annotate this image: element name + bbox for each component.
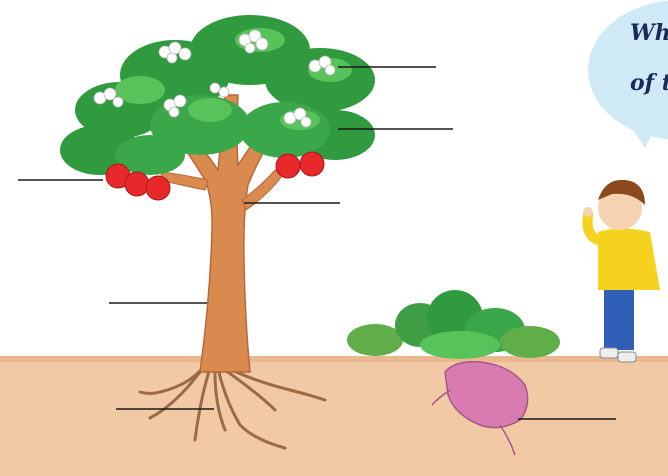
fruit (276, 154, 300, 178)
boy-figure (583, 180, 660, 362)
bubble-text-line1: Wh (630, 20, 668, 46)
radish-leaves (347, 290, 560, 359)
boy-legs (604, 280, 634, 350)
fruit (125, 172, 149, 196)
bubble-text-line2: of t (630, 70, 668, 96)
fruit (146, 176, 170, 200)
flower-cluster (210, 83, 220, 93)
ground-horizon (0, 356, 668, 362)
fruit (300, 152, 324, 176)
boy-shirt (598, 229, 660, 291)
ground (0, 358, 668, 476)
